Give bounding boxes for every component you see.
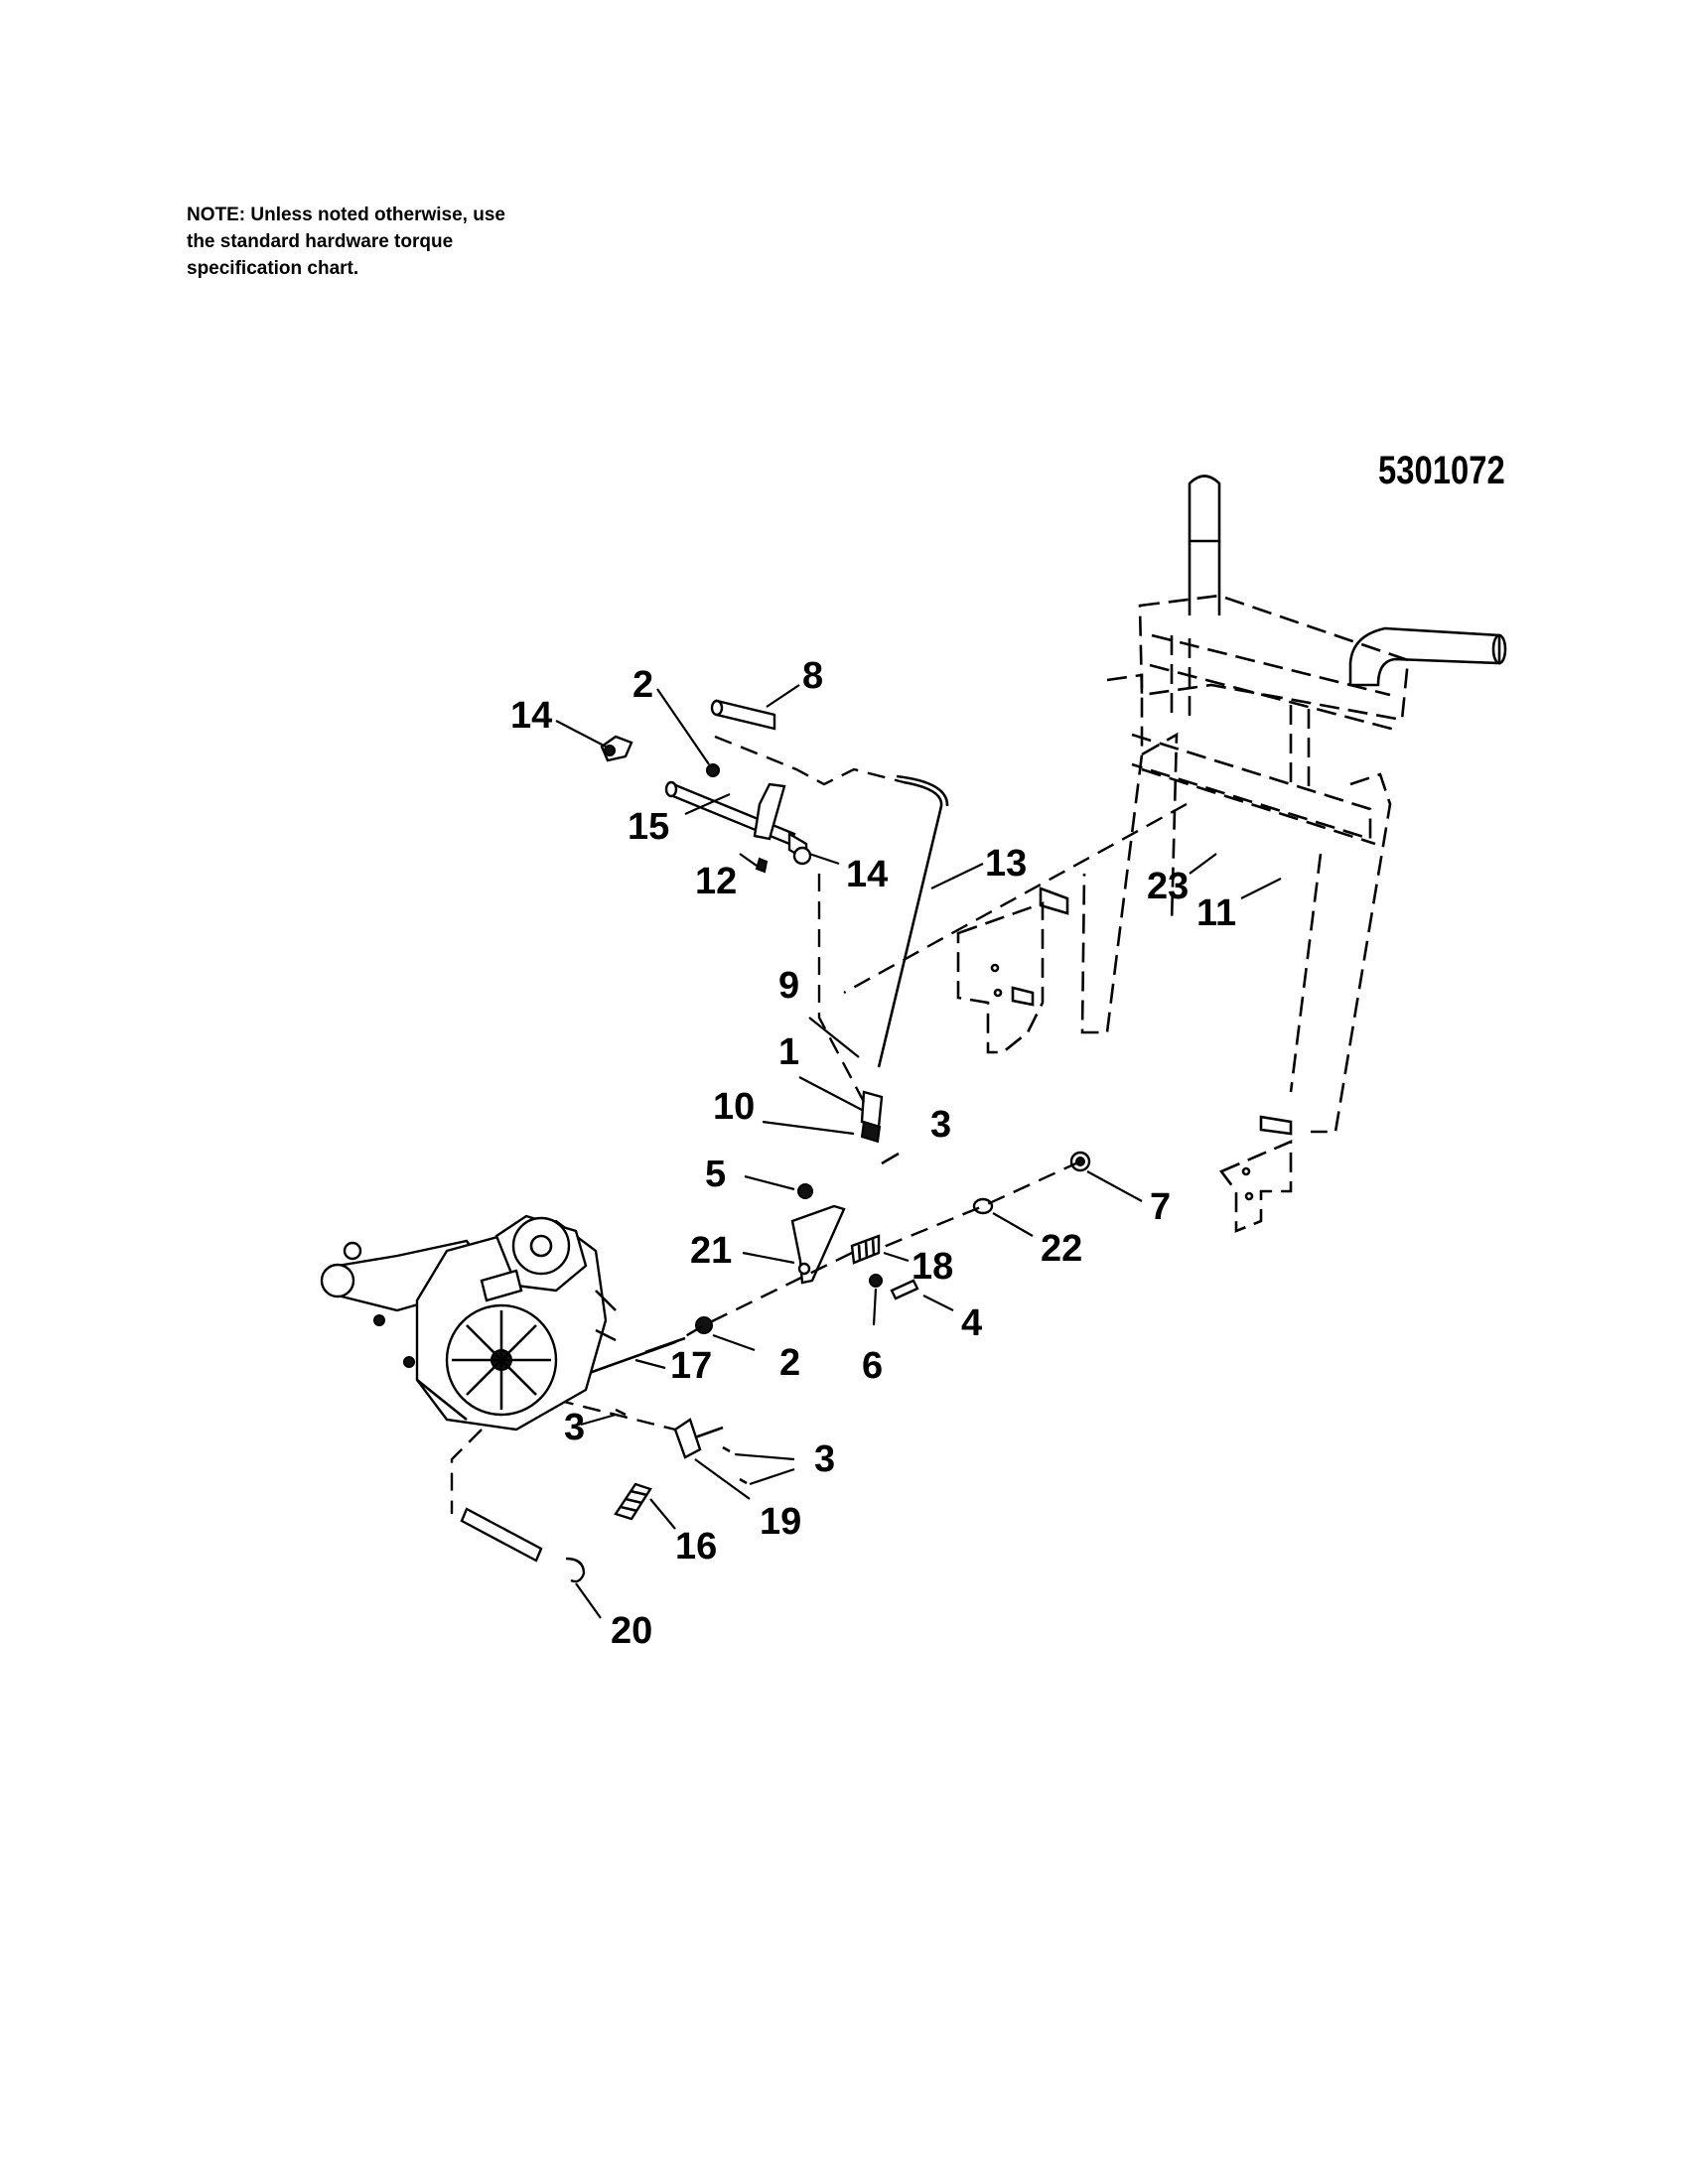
callout-10: 10 xyxy=(713,1086,755,1128)
callout-14-top: 14 xyxy=(510,695,552,737)
part-19-bracket xyxy=(673,1418,702,1459)
callout-23: 23 xyxy=(1147,866,1189,907)
part-20-sleeve xyxy=(460,1507,543,1563)
callout-5: 5 xyxy=(705,1154,726,1195)
part-12-nut xyxy=(755,857,769,874)
callout-7: 7 xyxy=(1150,1186,1171,1228)
part-8-sleeve xyxy=(715,699,776,731)
handle-frame xyxy=(956,475,1507,1233)
callout-6: 6 xyxy=(862,1345,883,1387)
part-2-lower-nut xyxy=(695,1316,713,1334)
callout-12: 12 xyxy=(695,861,737,902)
note-line-3: specification chart. xyxy=(187,258,359,279)
upper-linkage xyxy=(600,699,1188,1165)
part-6-nut xyxy=(869,1274,883,1288)
callout-3-left: 3 xyxy=(564,1407,585,1448)
note-line-2: the standard hardware torque xyxy=(187,231,454,252)
callout-16: 16 xyxy=(675,1526,717,1568)
callout-1: 1 xyxy=(778,1031,799,1073)
callout-18: 18 xyxy=(912,1246,953,1288)
callout-2-top: 2 xyxy=(632,664,653,706)
callout-2-lower: 2 xyxy=(779,1342,800,1384)
lower-linkage xyxy=(450,1151,1091,1583)
callout-4: 4 xyxy=(961,1302,982,1344)
callout-22: 22 xyxy=(1041,1228,1082,1270)
leader-lines xyxy=(555,684,1282,1619)
callout-14-mid: 14 xyxy=(846,854,888,895)
callout-13: 13 xyxy=(985,843,1027,885)
callout-19: 19 xyxy=(760,1501,801,1543)
transaxle xyxy=(320,1214,617,1432)
callout-8: 8 xyxy=(802,655,823,697)
callout-3-upper: 3 xyxy=(930,1104,951,1146)
callout-15: 15 xyxy=(628,806,669,848)
callout-9: 9 xyxy=(778,965,799,1007)
callout-21: 21 xyxy=(690,1230,732,1272)
callout-11: 11 xyxy=(1196,892,1236,934)
torque-note: NOTE: Unless noted otherwise, use the st… xyxy=(187,202,604,282)
part-22-washer xyxy=(972,1197,994,1215)
note-line-1: NOTE: Unless noted otherwise, use xyxy=(187,205,505,225)
part-5-nut xyxy=(797,1183,813,1199)
callout-17: 17 xyxy=(670,1345,712,1387)
part-13-rod xyxy=(877,780,943,1068)
drawing-number: 5301072 xyxy=(1378,449,1505,492)
callout-20: 20 xyxy=(611,1610,652,1652)
part-2-nut xyxy=(706,763,720,777)
part-4-bolt xyxy=(890,1279,919,1300)
callout-labels: 14 2 8 15 12 14 13 9 1 10 3 23 11 5 7 21… xyxy=(510,655,1236,1652)
callout-3-right: 3 xyxy=(814,1438,835,1480)
